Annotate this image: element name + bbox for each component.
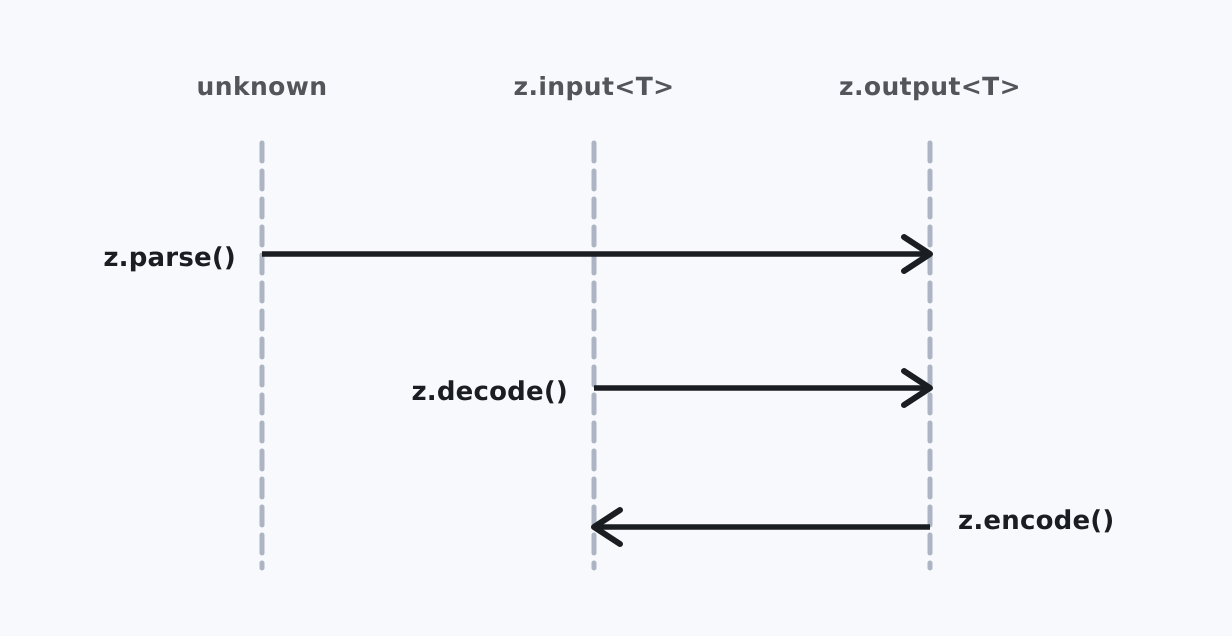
participant-header-input: z.input<T> — [513, 72, 675, 101]
message-arrow-2 — [591, 507, 930, 547]
arrowhead-right-icon — [901, 368, 933, 408]
message-label-2: z.encode() — [958, 506, 1115, 536]
participant-header-output: z.output<T> — [839, 72, 1021, 101]
lifelines-layer — [259, 140, 933, 571]
message-arrow-0 — [262, 234, 933, 274]
message-label-0: z.parse() — [103, 243, 236, 273]
participant-header-unknown: unknown — [196, 72, 328, 101]
messages-layer — [262, 234, 933, 547]
message-arrow-1 — [594, 368, 933, 408]
arrowhead-left-icon — [591, 507, 623, 547]
message-label-1: z.decode() — [411, 377, 568, 407]
arrowhead-right-icon — [901, 234, 933, 274]
